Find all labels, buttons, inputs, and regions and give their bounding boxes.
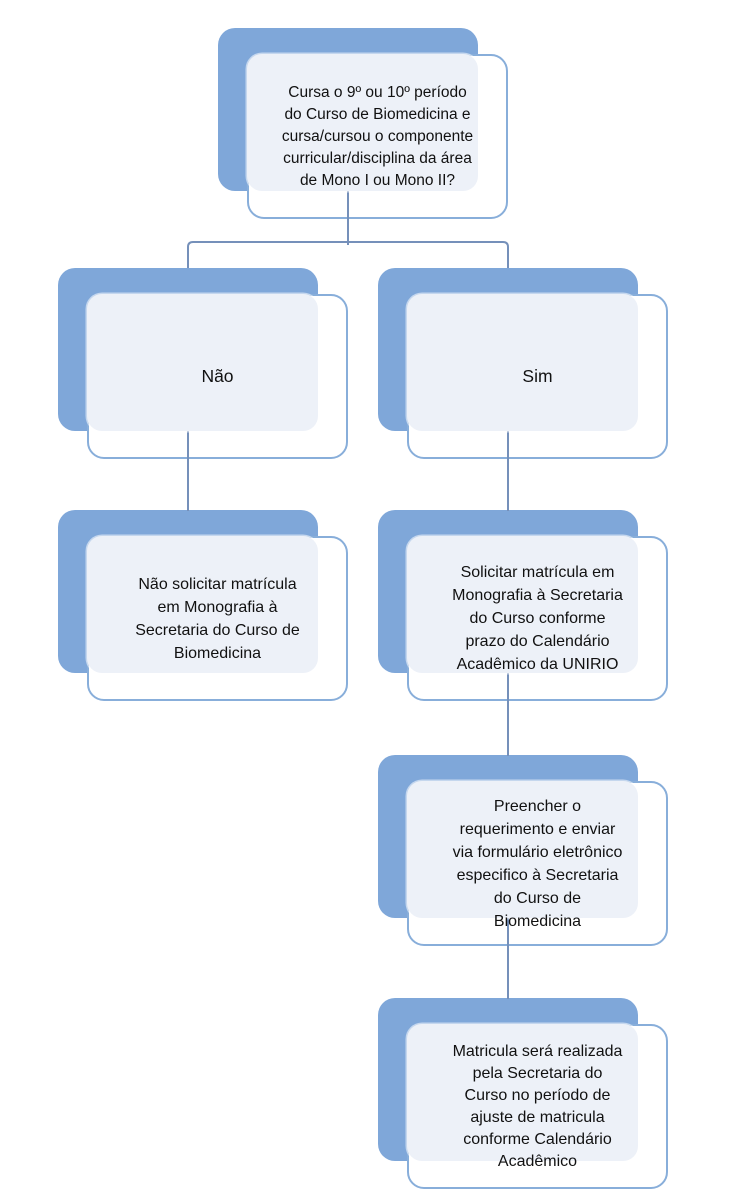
- node-text: Não solicitar matrícula em Monografia à …: [135, 575, 300, 662]
- flowchart-node-answer-yes: Sim: [378, 268, 668, 459]
- flowchart-node-question: Cursa o 9º ou 10º período do Curso de Bi…: [218, 28, 508, 219]
- flowchart-node-no-outcome: Não solicitar matrícula em Monografia à …: [58, 510, 348, 701]
- node-text: Cursa o 9º ou 10º período do Curso de Bi…: [281, 83, 474, 189]
- node-tint-overlay: [87, 294, 318, 431]
- node-tint-overlay: [407, 1024, 638, 1161]
- node-tint-overlay: [407, 781, 638, 918]
- flowchart-node-answer-no: Não: [58, 268, 348, 459]
- flowchart-node-yes-step2: Preencher o requerimento e enviar via fo…: [378, 755, 668, 946]
- node-tint-overlay: [407, 294, 638, 431]
- node-tint-overlay: [247, 54, 478, 191]
- node-tint-overlay: [407, 536, 638, 673]
- node-text: Não: [201, 366, 234, 386]
- node-text: Solicitar matrícula em Monografia à Secr…: [452, 564, 623, 673]
- node-text: Sim: [522, 366, 553, 386]
- connector-branch: [187, 241, 509, 268]
- node-text: Matricula será realizada pela Secretaria…: [452, 1042, 623, 1170]
- flowchart-node-yes-step1: Solicitar matrícula em Monografia à Secr…: [378, 510, 668, 701]
- flowchart-node-yes-step3: Matricula será realizada pela Secretaria…: [378, 998, 668, 1189]
- node-text: Preencher o requerimento e enviar via fo…: [452, 797, 623, 930]
- node-tint-overlay: [87, 536, 318, 673]
